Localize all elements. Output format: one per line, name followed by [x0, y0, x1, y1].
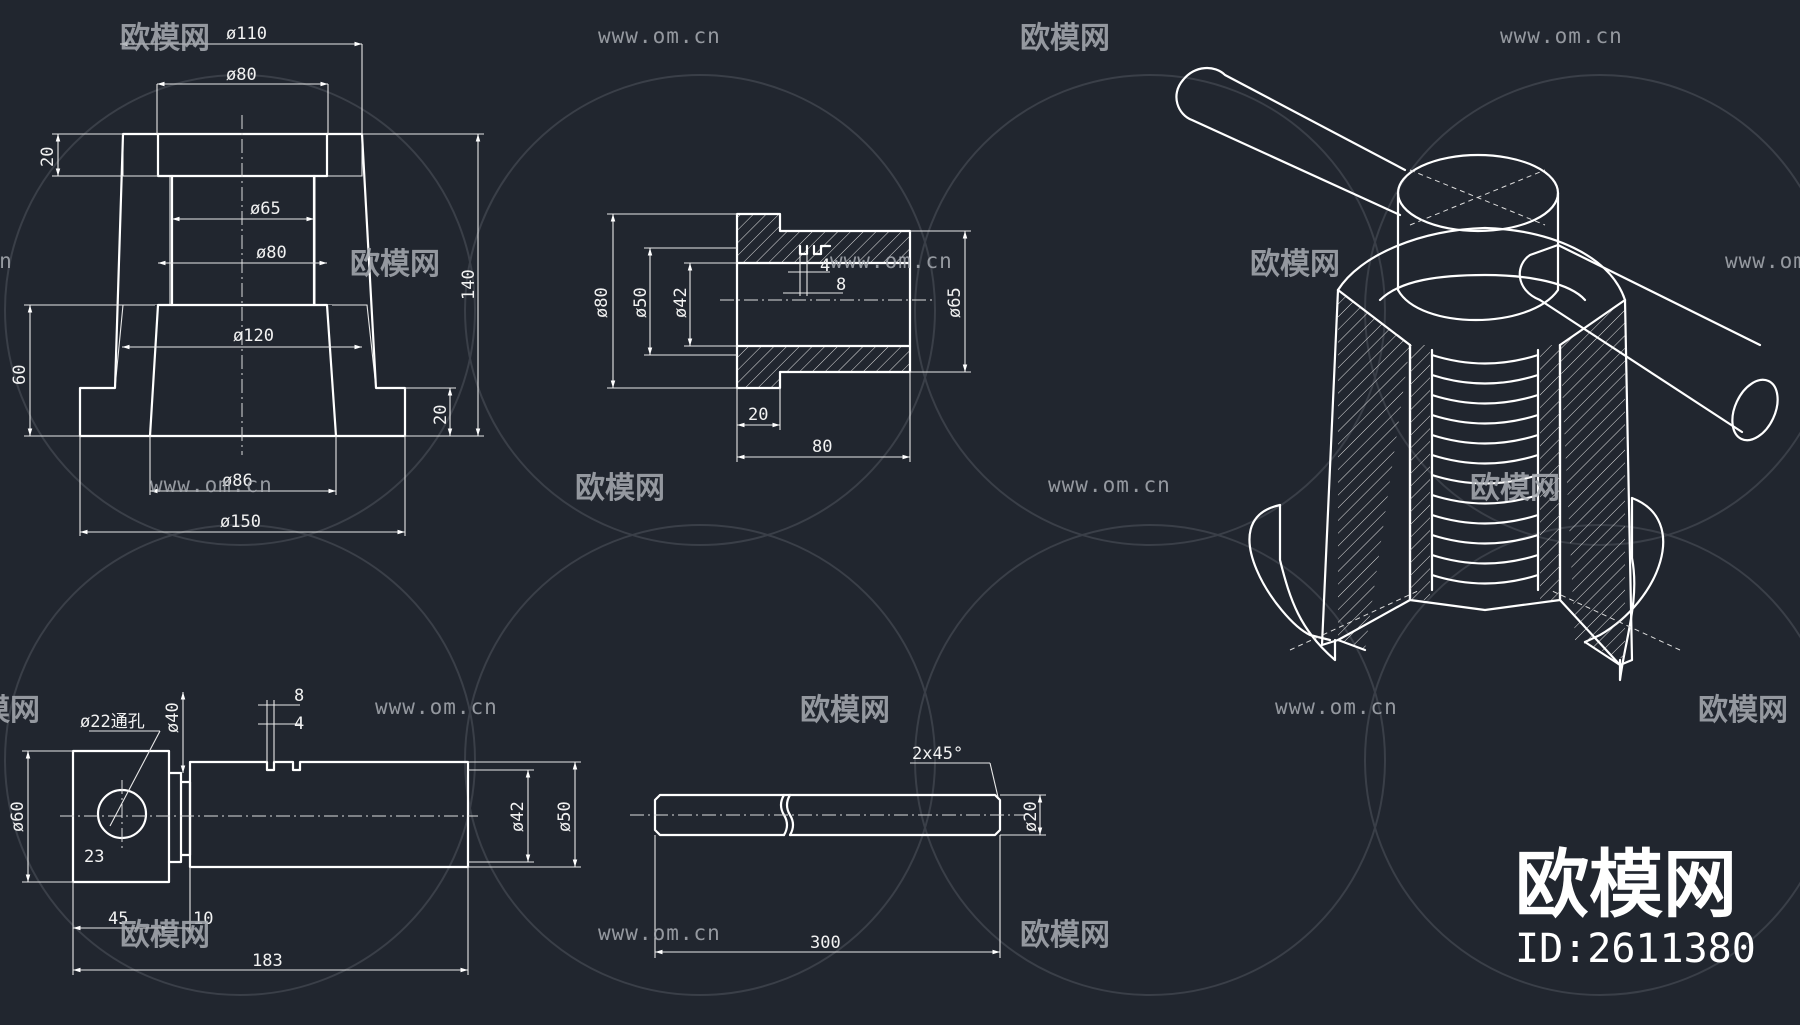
- dim-base-top-depth: 20: [38, 147, 58, 167]
- dim-nut-flange-len: 20: [748, 405, 768, 425]
- watermark-brand: 欧模网: [800, 693, 890, 728]
- dim-rod-chamfer: 2x45°: [912, 744, 963, 764]
- isometric-assembly-view: [1175, 67, 1779, 682]
- dim-screw-crosshole: ø22通孔: [80, 712, 145, 732]
- nut-section-view: ø80 ø50 ø42 ø65 4 8 20 80: [592, 212, 971, 462]
- dim-rod-length: 300: [810, 933, 841, 953]
- dim-base-top-od: ø110: [226, 24, 267, 44]
- dim-screw-groove-width: 4: [294, 714, 304, 734]
- watermark-url: www.om.cn: [375, 695, 498, 719]
- dim-nut-groove-pitch: 8: [836, 275, 846, 295]
- watermark-url: www.om.cn: [830, 249, 953, 273]
- dim-base-flange-od: ø150: [220, 512, 261, 532]
- dim-base-height: 140: [459, 269, 479, 300]
- watermark-url: www.om.cn: [150, 473, 273, 497]
- watermark-brand: 欧模网: [1698, 693, 1788, 728]
- watermark-url: www.om.cn: [1048, 473, 1171, 497]
- dim-rod-diameter: ø20: [1021, 801, 1041, 832]
- dim-screw-hole-offset: 23: [84, 847, 104, 867]
- brand-name: 欧模网: [1515, 842, 1737, 928]
- dim-base-cavity-height: 60: [10, 365, 30, 385]
- watermark-brand: 欧模网: [350, 247, 440, 282]
- dim-nut-flange-od: ø80: [592, 287, 612, 318]
- dim-base-bottom-bore: ø86: [222, 471, 253, 491]
- brand-id: ID:2611380: [1515, 926, 1756, 972]
- watermark-brand: 欧模网: [1020, 918, 1110, 953]
- watermarks: 欧模网 www.om.cn 欧模网 www.om.cn www.om.cn 欧模…: [0, 21, 1800, 953]
- watermark-url: www.om.cn: [1275, 695, 1398, 719]
- dim-screw-collar: ø40: [163, 702, 183, 733]
- dim-nut-length: 80: [812, 437, 832, 457]
- watermark-brand: 欧模网: [0, 693, 40, 728]
- watermark-brand: 欧模网: [575, 471, 665, 506]
- dim-base-bore-2: ø80: [256, 243, 287, 263]
- dim-nut-thread-minor: ø42: [671, 287, 691, 318]
- dim-base-cavity: ø120: [233, 326, 274, 346]
- watermark-brand: 欧模网: [1020, 21, 1110, 56]
- dim-screw-length: 183: [252, 951, 283, 971]
- brand-block: 欧模网 ID:2611380: [1515, 842, 1756, 972]
- dim-nut-body-od: ø65: [945, 287, 965, 318]
- watermark-brand: 欧模网: [120, 21, 210, 56]
- watermark-url: www.om.cn: [598, 24, 721, 48]
- rod-view: 2x45° ø20 300: [630, 744, 1046, 958]
- dim-base-flange-thk: 20: [431, 405, 451, 425]
- base-section-view: ø110 ø80 ø65 ø80 ø120 ø86 ø150 20 140 60…: [10, 24, 484, 536]
- dim-screw-collar-len: 10: [193, 909, 213, 929]
- dim-screw-head: ø60: [8, 801, 28, 832]
- thread-rings: [1430, 348, 1540, 592]
- dim-base-bore: ø65: [250, 199, 281, 219]
- dim-screw-head-len: 45: [108, 909, 128, 929]
- dim-screw-minor: ø42: [508, 801, 528, 832]
- watermark-url: www.om.cn: [1500, 24, 1623, 48]
- watermark-url: www.om.cn: [598, 921, 721, 945]
- dim-screw-groove-pitch: 8: [294, 686, 304, 706]
- dim-nut-thread-major: ø50: [631, 287, 651, 318]
- watermark-brand: 欧模网: [1470, 471, 1560, 506]
- watermark-url: www.om.cn: [1725, 249, 1800, 273]
- dim-nut-groove-width: 4: [820, 256, 830, 276]
- dim-base-counterbore: ø80: [226, 65, 257, 85]
- screw-view: ø22通孔 ø40 8 4 ø60 ø42 ø50 23 45 10 183: [8, 686, 581, 975]
- watermark-brand: 欧模网: [120, 918, 210, 953]
- watermark-url: www.om.cn: [0, 249, 13, 273]
- dim-screw-major: ø50: [555, 801, 575, 832]
- watermark-brand: 欧模网: [1250, 247, 1340, 282]
